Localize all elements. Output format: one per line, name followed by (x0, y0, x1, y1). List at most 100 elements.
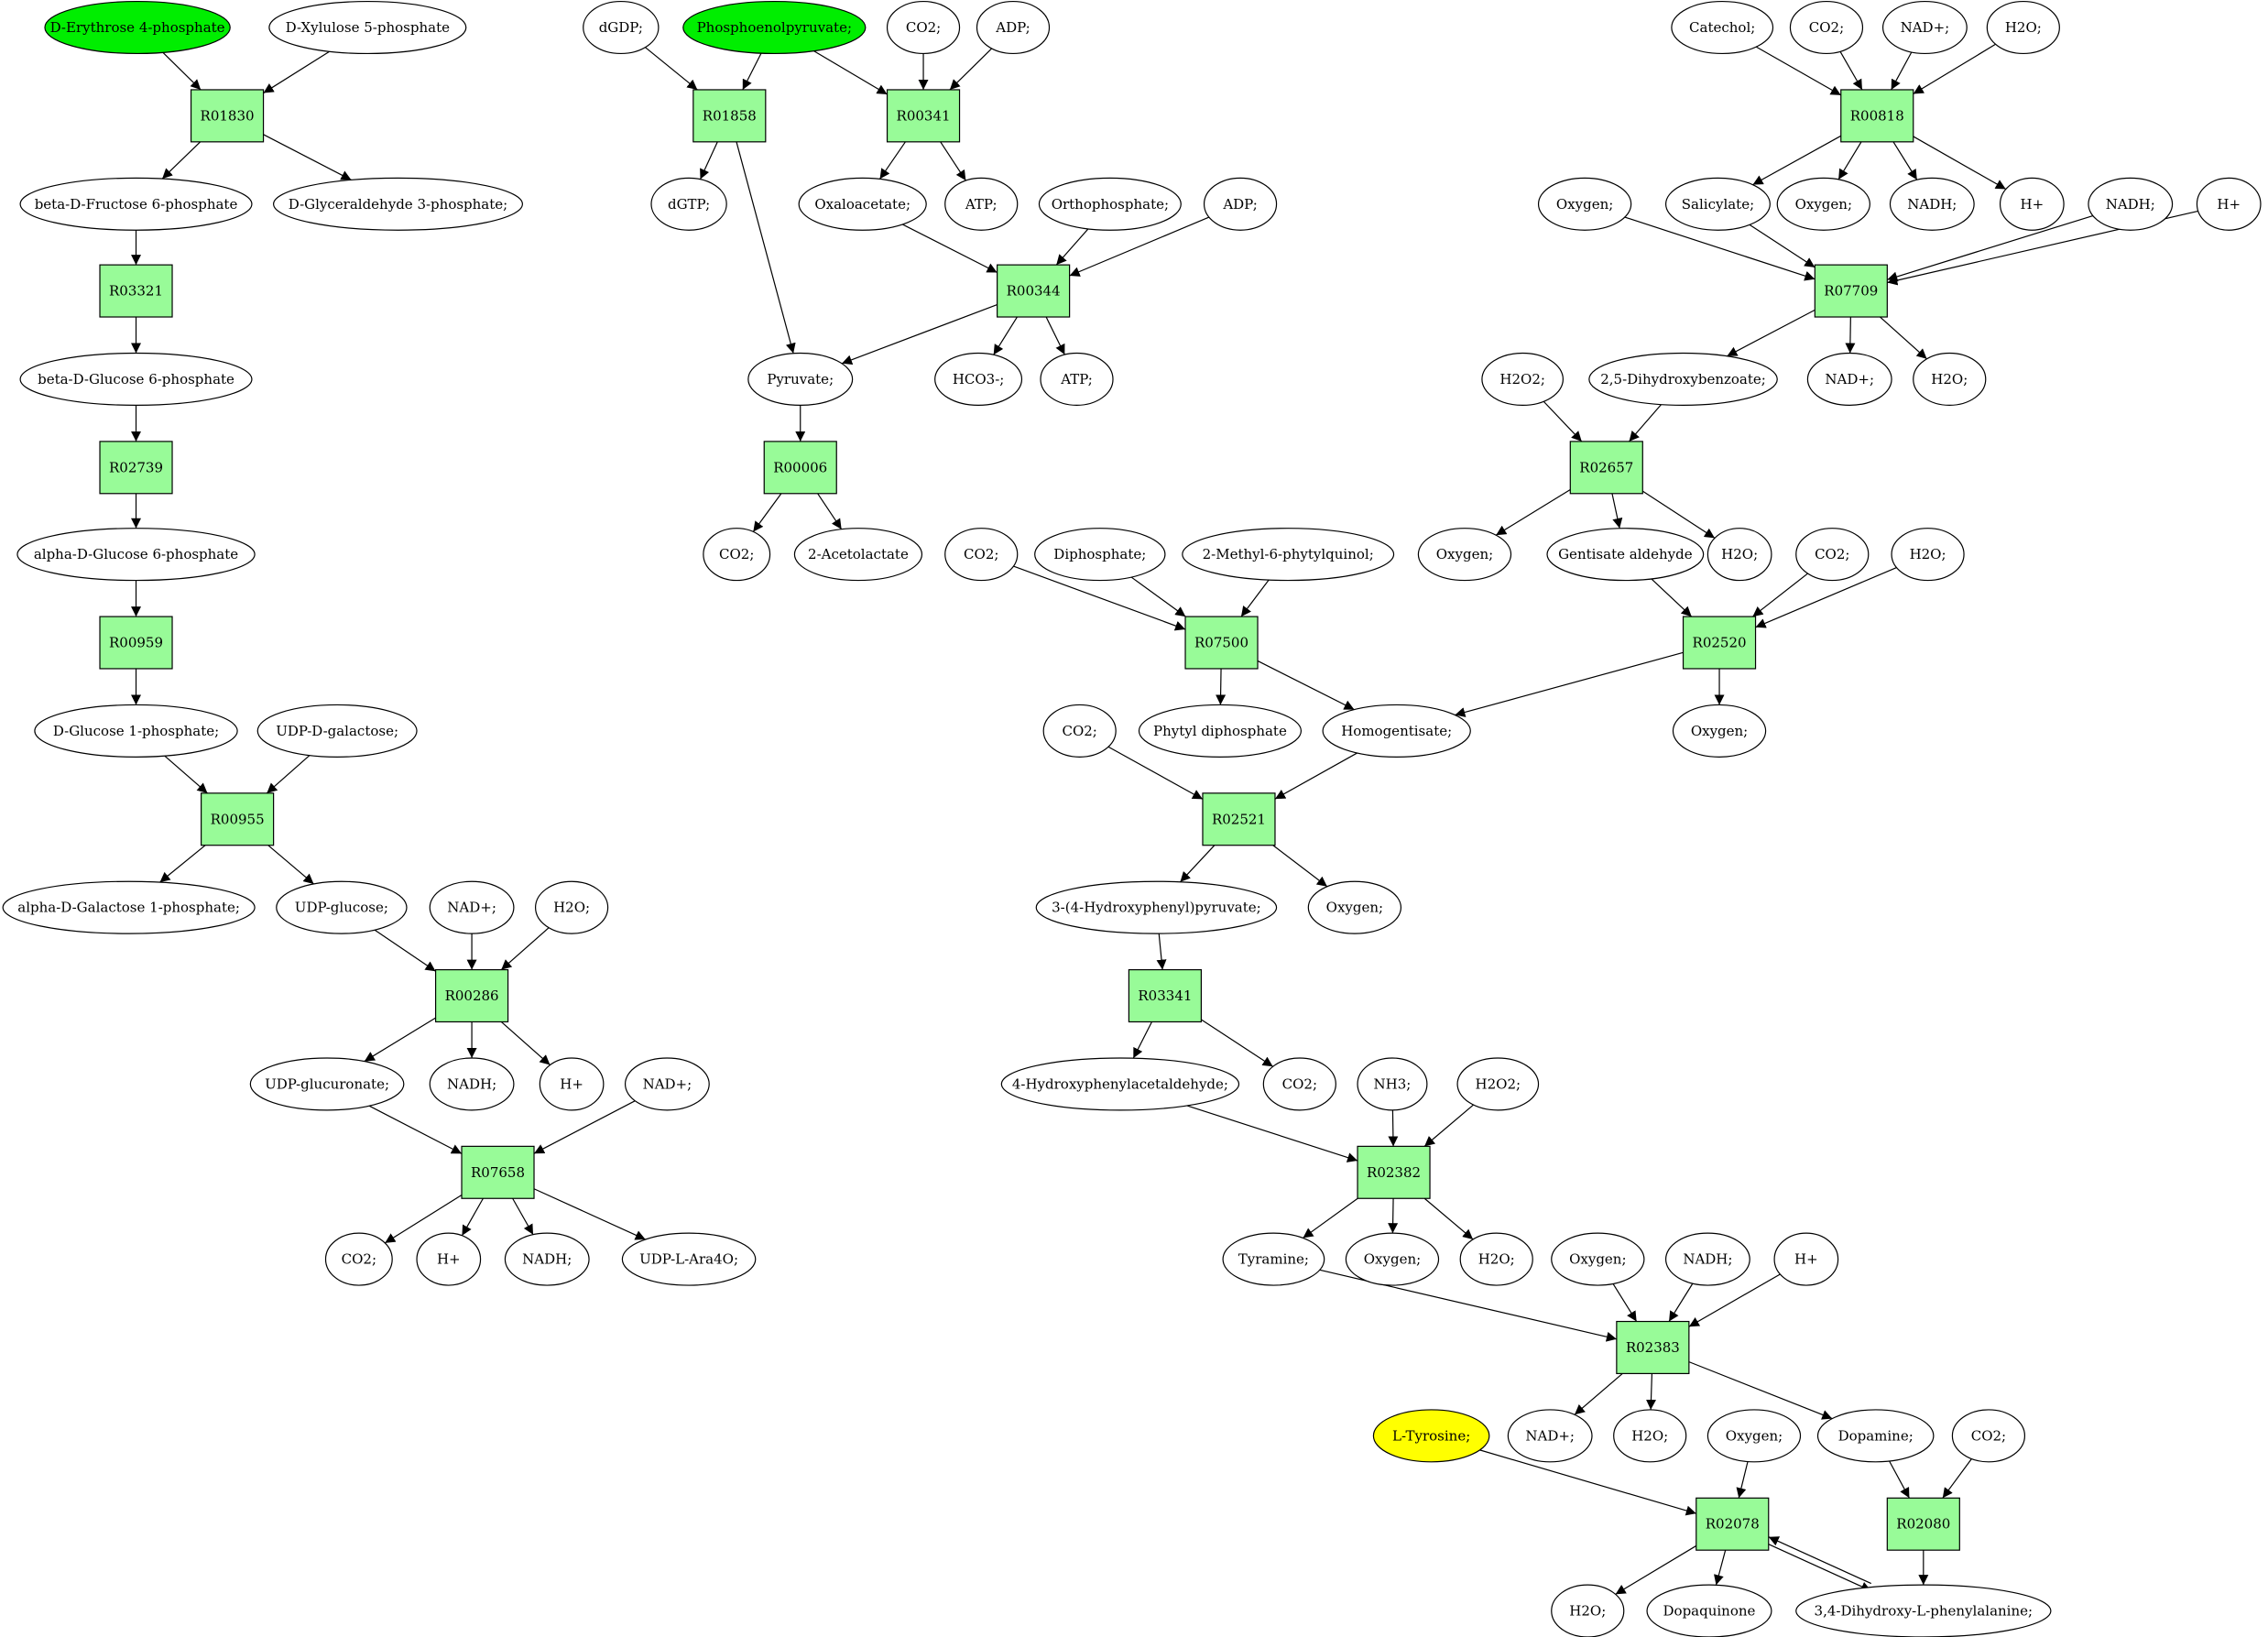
edge-dgdp-to-R01858 (645, 47, 698, 91)
node-label: Oxygen; (1436, 546, 1493, 562)
compound-ellipse (1881, 0, 1968, 55)
compound-node-co2_4: CO2; (1789, 0, 1864, 55)
edges-layer (131, 43, 2198, 1595)
compound-node-ortho: Orthophosphate; (1038, 177, 1182, 231)
compound-node-co2_7: CO2; (1042, 704, 1117, 758)
node-label: H2O; (1931, 371, 1968, 387)
compound-node-dg3p: D-Glyceraldehyde 3-phosphate; (273, 177, 523, 231)
reaction-node-r02078: R02078 (1696, 1497, 1770, 1551)
edge-R02078-to-dopaq (1714, 1550, 1727, 1586)
reaction-node-r01858: R01858 (692, 89, 767, 143)
node-label: D-Glyceraldehyde 3-phosphate; (289, 196, 507, 213)
reaction-node-r02080: R02080 (1886, 1497, 1960, 1551)
node-label: R07709 (1824, 283, 1878, 300)
reaction-node-r00286: R00286 (434, 968, 509, 1023)
compound-node-atp_2: ATP; (1040, 352, 1114, 406)
compound-ellipse (682, 0, 867, 55)
node-label: H+ (1794, 1251, 1818, 1268)
compound-node-tyramine: Tyramine; (1222, 1232, 1325, 1286)
compound-node-nad_2: NAD+; (624, 1057, 710, 1111)
node-label: alpha-D-Glucose 6-phosphate (34, 546, 238, 562)
reaction-node-r00955: R00955 (201, 792, 275, 846)
compound-node-h2o_1: H2O; (534, 880, 609, 934)
compound-ellipse (249, 1057, 405, 1111)
node-label: dGTP; (668, 196, 710, 213)
compound-ellipse (34, 704, 238, 758)
compound-ellipse (1262, 1057, 1336, 1111)
edge-R00344-to-hco3 (993, 316, 1018, 355)
compound-ellipse (1459, 1232, 1533, 1286)
compound-ellipse (504, 1232, 590, 1286)
edge-R00344-to-pyr (841, 303, 998, 366)
compound-ellipse (1322, 704, 1471, 758)
edge-ortho-to-R00344 (1055, 228, 1089, 266)
compound-node-pep: Phosphoenolpyruvate; (682, 0, 867, 55)
compound-node-dg1p: D-Glucose 1-phosphate; (34, 704, 238, 758)
compound-node-h2o_7: H2O; (1613, 1409, 1687, 1463)
node-label: ATP; (1060, 371, 1093, 387)
reaction-box (99, 264, 173, 318)
compound-ellipse (1706, 528, 1772, 582)
node-label: H2O; (1478, 1251, 1515, 1268)
edge-co2_7-to-R02521 (1107, 746, 1204, 800)
compound-ellipse (703, 528, 771, 582)
node-label: Oxygen; (1326, 900, 1383, 916)
node-label: CO2; (1282, 1075, 1317, 1092)
node-label: CO2; (964, 546, 998, 562)
node-label: UDP-L-Ara4O; (639, 1251, 738, 1268)
edge-R07500-to-phytdp (1216, 668, 1227, 705)
edge-co2_4-to-R00818 (1839, 51, 1863, 91)
edge-R00341-to-atp_1 (940, 141, 966, 181)
node-label: H+ (2217, 196, 2241, 213)
compound-node-hp_3: H+ (1999, 177, 2065, 231)
compound-ellipse (1456, 1057, 1540, 1111)
node-label: Oxygen; (1569, 1251, 1626, 1268)
node-label: NADH; (447, 1075, 496, 1092)
node-label: NAD+; (1525, 1427, 1575, 1444)
compound-node-h2o2_1: H2O2; (1481, 352, 1565, 406)
node-label: NADH; (1907, 196, 1957, 213)
compound-node-oxy_4: Oxygen; (1672, 704, 1767, 758)
node-label: R00955 (211, 811, 265, 827)
compound-node-hp_5: H+ (1773, 1232, 1839, 1286)
node-label: 4-Hydroxyphenylacetaldehyde; (1012, 1075, 1228, 1092)
node-label: CO2; (906, 19, 941, 36)
reaction-node-r02383: R02383 (1616, 1320, 1690, 1375)
node-label: CO2; (1062, 723, 1096, 739)
reaction-box (1696, 1497, 1770, 1551)
compound-ellipse (1951, 1409, 2026, 1463)
compound-ellipse (1203, 177, 1278, 231)
node-label: H+ (2020, 196, 2044, 213)
edge-R01858-to-pyr (736, 141, 796, 354)
compound-node-udpglc: UDP-glucose; (276, 880, 408, 934)
node-label: R00286 (445, 988, 499, 1004)
compound-ellipse (1664, 1232, 1750, 1286)
edge-hpp-to-R03341 (1156, 933, 1167, 970)
node-label: CO2; (719, 546, 754, 562)
node-label: R07500 (1194, 635, 1248, 651)
node-label: H2O; (1910, 546, 1946, 562)
node-label: R00006 (773, 459, 827, 475)
node-label: NADH; (522, 1251, 572, 1268)
node-label: 3-(4-Hydroxyphenyl)pyruvate; (1052, 900, 1261, 916)
compound-node-mpq: 2-Methyl-6-phytylquinol; (1182, 528, 1395, 582)
compound-ellipse (583, 0, 660, 55)
reaction-node-r02521: R02521 (1202, 792, 1276, 846)
compound-node-nadh_4: NADH; (2088, 177, 2174, 231)
reaction-node-r00959: R00959 (99, 616, 173, 670)
node-label: D-Glucose 1-phosphate; (53, 723, 219, 739)
edge-R00818-to-nadh_3 (1892, 141, 1918, 180)
compound-ellipse (976, 0, 1051, 55)
compound-node-dgtp: dGTP; (650, 177, 727, 231)
compound-ellipse (1789, 0, 1864, 55)
compound-ellipse (798, 177, 927, 231)
edge-R02657-to-h2o_4 (1641, 490, 1716, 539)
compound-node-dhb: 2,5-Dihydroxybenzoate; (1588, 352, 1778, 406)
compound-ellipse (273, 177, 523, 231)
node-label: Oxygen; (1726, 1427, 1783, 1444)
compound-node-oxy_7: Oxygen; (1551, 1232, 1645, 1286)
compound-node-h2o2_2: H2O2; (1456, 1057, 1540, 1111)
edge-dopamine-to-R02080 (1889, 1460, 1910, 1499)
edge-R07658-to-hp_2 (461, 1197, 484, 1237)
